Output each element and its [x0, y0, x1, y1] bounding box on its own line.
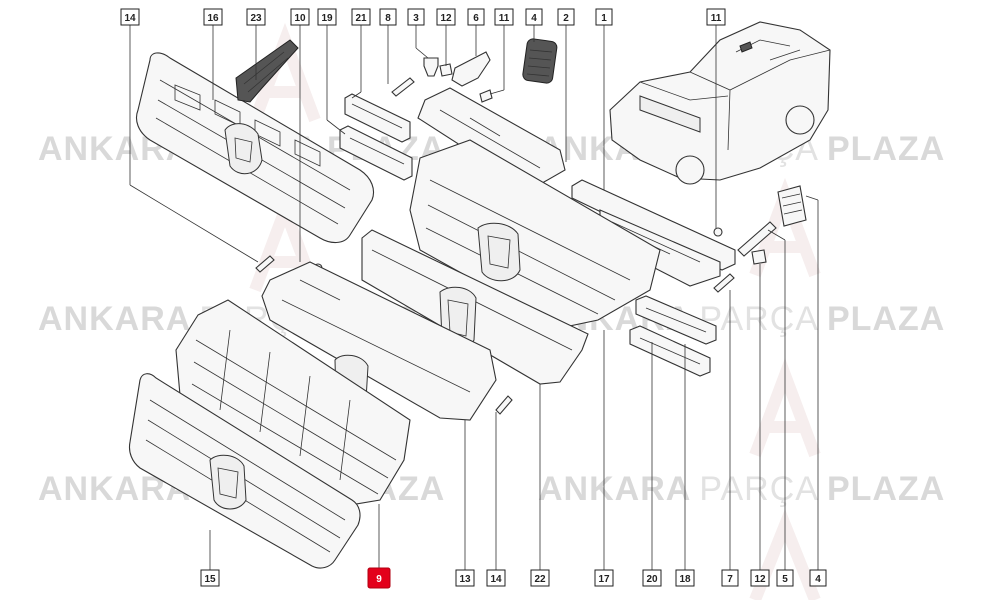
svg-text:12: 12 — [754, 574, 766, 585]
svg-text:14: 14 — [490, 574, 502, 585]
svg-text:13: 13 — [459, 574, 471, 585]
part-deflector-20 — [629, 325, 711, 377]
callout-10: 10 — [290, 8, 310, 26]
callout-3: 3 — [407, 8, 425, 26]
part-screw-11-top — [479, 89, 493, 103]
callout-4-top: 4 — [525, 8, 543, 26]
svg-text:20: 20 — [646, 574, 658, 585]
part-chrome-strip-22 — [361, 229, 589, 385]
svg-text:18: 18 — [679, 574, 691, 585]
svg-text:14: 14 — [124, 13, 136, 24]
callout-12-top: 12 — [436, 8, 456, 26]
svg-text:6: 6 — [473, 13, 479, 24]
svg-text:7: 7 — [727, 574, 733, 585]
part-deflector-18 — [635, 295, 717, 345]
svg-text:3: 3 — [413, 13, 419, 24]
callout-7: 7 — [721, 569, 739, 587]
part-upper-grille-16 — [135, 52, 375, 244]
callout-12-bottom: 12 — [750, 569, 770, 587]
part-strip-14-upper — [255, 255, 275, 273]
part-clip-12-right — [751, 249, 767, 265]
watermark-brand-a: ANKARA — [38, 300, 191, 338]
watermark-brand-c: PLAZA — [827, 300, 945, 338]
leader-lines — [129, 25, 819, 570]
svg-text:16: 16 — [207, 13, 219, 24]
part-clip-12-top — [439, 63, 453, 77]
svg-text:23: 23 — [250, 13, 262, 24]
part-bracket-6 — [451, 51, 491, 87]
part-pin-8 — [391, 77, 415, 97]
watermark-brand-b: PARÇA — [699, 300, 819, 338]
callout-4-bottom: 4 — [809, 569, 827, 587]
part-cowl-2 — [417, 87, 566, 191]
part-bracket-23 — [235, 39, 299, 103]
callout-23: 23 — [246, 8, 266, 26]
callout-21: 21 — [351, 8, 371, 26]
callout-1: 1 — [595, 8, 613, 26]
part-vent-4-right — [777, 185, 807, 227]
svg-text:2: 2 — [563, 13, 569, 24]
callout-labels: 14 16 23 10 19 21 8 3 12 6 11 4 2 1 11 1… — [120, 8, 827, 589]
watermark-brand-c: PLAZA — [827, 130, 945, 168]
svg-text:1: 1 — [601, 13, 607, 24]
svg-text:11: 11 — [499, 13, 510, 24]
svg-text:21: 21 — [355, 13, 367, 24]
svg-text:4: 4 — [531, 13, 537, 24]
part-deflector-21 — [344, 93, 411, 143]
watermark-brand-b: PARÇA — [699, 470, 819, 508]
part-front-grille-15 — [128, 373, 361, 569]
svg-text:4: 4 — [815, 574, 821, 585]
svg-text:11: 11 — [711, 13, 722, 24]
callout-22: 22 — [530, 569, 550, 587]
svg-text:19: 19 — [321, 13, 333, 24]
callout-16: 16 — [203, 8, 223, 26]
callout-5: 5 — [776, 569, 794, 587]
callout-6: 6 — [467, 8, 485, 26]
callout-18: 18 — [675, 569, 695, 587]
part-strip-7 — [713, 273, 735, 293]
part-deflector-19 — [339, 125, 413, 181]
callout-13: 13 — [455, 569, 475, 587]
svg-text:15: 15 — [204, 574, 216, 585]
callout-11-right: 11 — [706, 8, 726, 26]
callout-2: 2 — [557, 8, 575, 26]
part-vent-4-top — [522, 38, 558, 84]
callout-19: 19 — [317, 8, 337, 26]
part-screw-11-right — [713, 227, 723, 237]
part-grille-mesh-9 — [175, 299, 411, 506]
svg-text:22: 22 — [534, 574, 546, 585]
part-clip-3 — [423, 57, 439, 77]
part-grille-carrier-17 — [409, 139, 661, 329]
vehicle-illustration — [609, 21, 831, 185]
callout-14-top: 14 — [120, 8, 140, 26]
callout-14-bottom: 14 — [486, 569, 506, 587]
callout-17: 17 — [594, 569, 614, 587]
svg-text:10: 10 — [294, 13, 306, 24]
callout-15: 15 — [200, 569, 220, 587]
part-hinge-5 — [737, 221, 777, 257]
callout-9-highlighted: 9 — [367, 567, 391, 589]
svg-text:8: 8 — [385, 13, 391, 24]
part-strip-14-lower — [495, 395, 513, 415]
watermark-brand-a: ANKARA — [538, 470, 691, 508]
watermark-brand-c: PLAZA — [827, 470, 945, 508]
callout-20: 20 — [642, 569, 662, 587]
callout-11-top: 11 — [494, 8, 514, 26]
svg-text:12: 12 — [440, 13, 452, 24]
svg-text:5: 5 — [782, 574, 788, 585]
callout-8: 8 — [379, 8, 397, 26]
svg-text:17: 17 — [598, 574, 610, 585]
svg-text:9: 9 — [376, 574, 382, 585]
